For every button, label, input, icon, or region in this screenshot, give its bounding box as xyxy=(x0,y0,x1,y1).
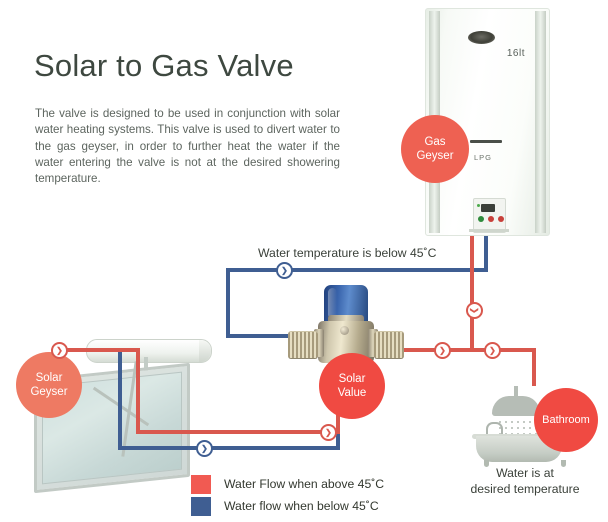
badge-gas-geyser-line1: Gas xyxy=(424,136,446,148)
flow-marker-hot-solar: ❯ xyxy=(51,342,68,359)
geyser-side-panel-right xyxy=(535,11,546,233)
shower-head-icon xyxy=(492,396,540,416)
pipe-hot-shower-drop xyxy=(532,348,536,386)
arrow-right-icon: ❯ xyxy=(489,345,496,355)
arrow-down-icon: ❯ xyxy=(470,307,480,314)
flow-marker-hot-geyser-down: ❯ xyxy=(466,302,483,319)
valve-port-right xyxy=(374,331,404,359)
pipe-cold-solar-riser xyxy=(118,352,122,450)
arrow-right-icon: ❯ xyxy=(201,443,208,453)
legend-swatch-cold xyxy=(191,496,211,516)
control-knobs xyxy=(478,216,504,222)
cold-pipe-annotation: Water temperature is below 45˚C xyxy=(258,246,437,260)
pipe-cold-into-valve-left xyxy=(226,334,290,338)
valve-hex-right xyxy=(368,329,378,357)
pipe-cold-top-run xyxy=(226,268,488,272)
geyser-fuel-label: LPG xyxy=(474,153,493,162)
legend-swatch-hot xyxy=(191,474,211,494)
bathroom-fixtures xyxy=(470,370,580,467)
tank-end-cap xyxy=(199,340,211,362)
legend-label-hot: Water Flow when above 45˚C xyxy=(224,477,385,491)
legend-label-cold: Water flow when below 45˚C xyxy=(224,499,379,513)
valve-hex-left xyxy=(314,329,324,357)
arrow-right-icon: ❯ xyxy=(56,345,63,355)
badge-gas-geyser: Gas Geyser xyxy=(401,115,469,183)
arrow-right-icon: ❯ xyxy=(281,265,288,275)
flow-marker-cold-top: ❯ xyxy=(276,262,293,279)
bathroom-annotation-line2: desired temperature xyxy=(470,482,580,496)
geyser-vent-slot xyxy=(470,140,502,143)
flow-marker-cold-bottom: ❯ xyxy=(196,440,213,457)
badge-solar-geyser-line1: Solar xyxy=(35,372,63,384)
pipe-cold-valve-left-riser xyxy=(226,268,230,336)
pipe-hot-to-bathroom xyxy=(396,348,536,352)
description-text: The valve is designed to be used in conj… xyxy=(35,107,340,186)
bathroom-annotation-line1: Water is at xyxy=(496,466,554,480)
page-title: Solar to Gas Valve xyxy=(34,48,294,83)
legend-item-cold: Water flow when below 45˚C xyxy=(191,495,384,517)
geyser-capacity-label: 16lt xyxy=(506,48,525,59)
brand-logo-icon xyxy=(468,31,495,44)
badge-solar-geyser-line2: Geyser xyxy=(30,386,68,398)
shower-arm xyxy=(514,386,518,398)
knob-red-icon xyxy=(488,216,494,222)
badge-solar-valve-line1: Solar xyxy=(338,373,366,385)
knob-green-icon xyxy=(478,216,484,222)
flow-marker-hot-bottom: ❯ xyxy=(320,424,337,441)
pipe-cold-bottom-run xyxy=(118,446,340,450)
knob-red-2-icon xyxy=(498,216,504,222)
badge-solar-geyser: Solar Geyser xyxy=(16,352,82,418)
badge-solar-valve-line2: Value xyxy=(337,387,367,399)
bathtub-leg-left xyxy=(484,460,489,467)
arrow-right-icon: ❯ xyxy=(325,427,332,437)
legend: Water Flow when above 45˚C Water flow wh… xyxy=(191,473,384,517)
pipe-hot-geyser-outlet xyxy=(470,236,474,350)
geyser-base-trim xyxy=(469,229,509,232)
badge-gas-geyser-line2: Geyser xyxy=(416,150,454,162)
legend-item-hot: Water Flow when above 45˚C xyxy=(191,473,384,495)
flow-marker-hot-out-b: ❯ xyxy=(484,342,501,359)
pipe-hot-solar-drop xyxy=(136,348,140,432)
flow-marker-hot-out-a: ❯ xyxy=(434,342,451,359)
pipe-hot-bottom-run xyxy=(136,430,340,434)
pipe-cold-into-geyser xyxy=(484,236,488,270)
geyser-control-panel xyxy=(473,198,506,233)
badge-solar-valve: Solar Value xyxy=(319,353,385,419)
arrow-right-icon: ❯ xyxy=(439,345,446,355)
bathtub-leg-right xyxy=(561,460,566,467)
bath-faucet-icon xyxy=(486,422,503,437)
pipe-hot-from-tank xyxy=(57,348,138,352)
badge-bathroom-label: Bathroom xyxy=(542,414,590,426)
valve-port-left xyxy=(288,331,318,359)
temperature-display xyxy=(481,204,495,212)
badge-bathroom: Bathroom xyxy=(534,388,598,452)
valve-screw-icon xyxy=(340,326,349,335)
power-led-icon xyxy=(477,204,480,207)
